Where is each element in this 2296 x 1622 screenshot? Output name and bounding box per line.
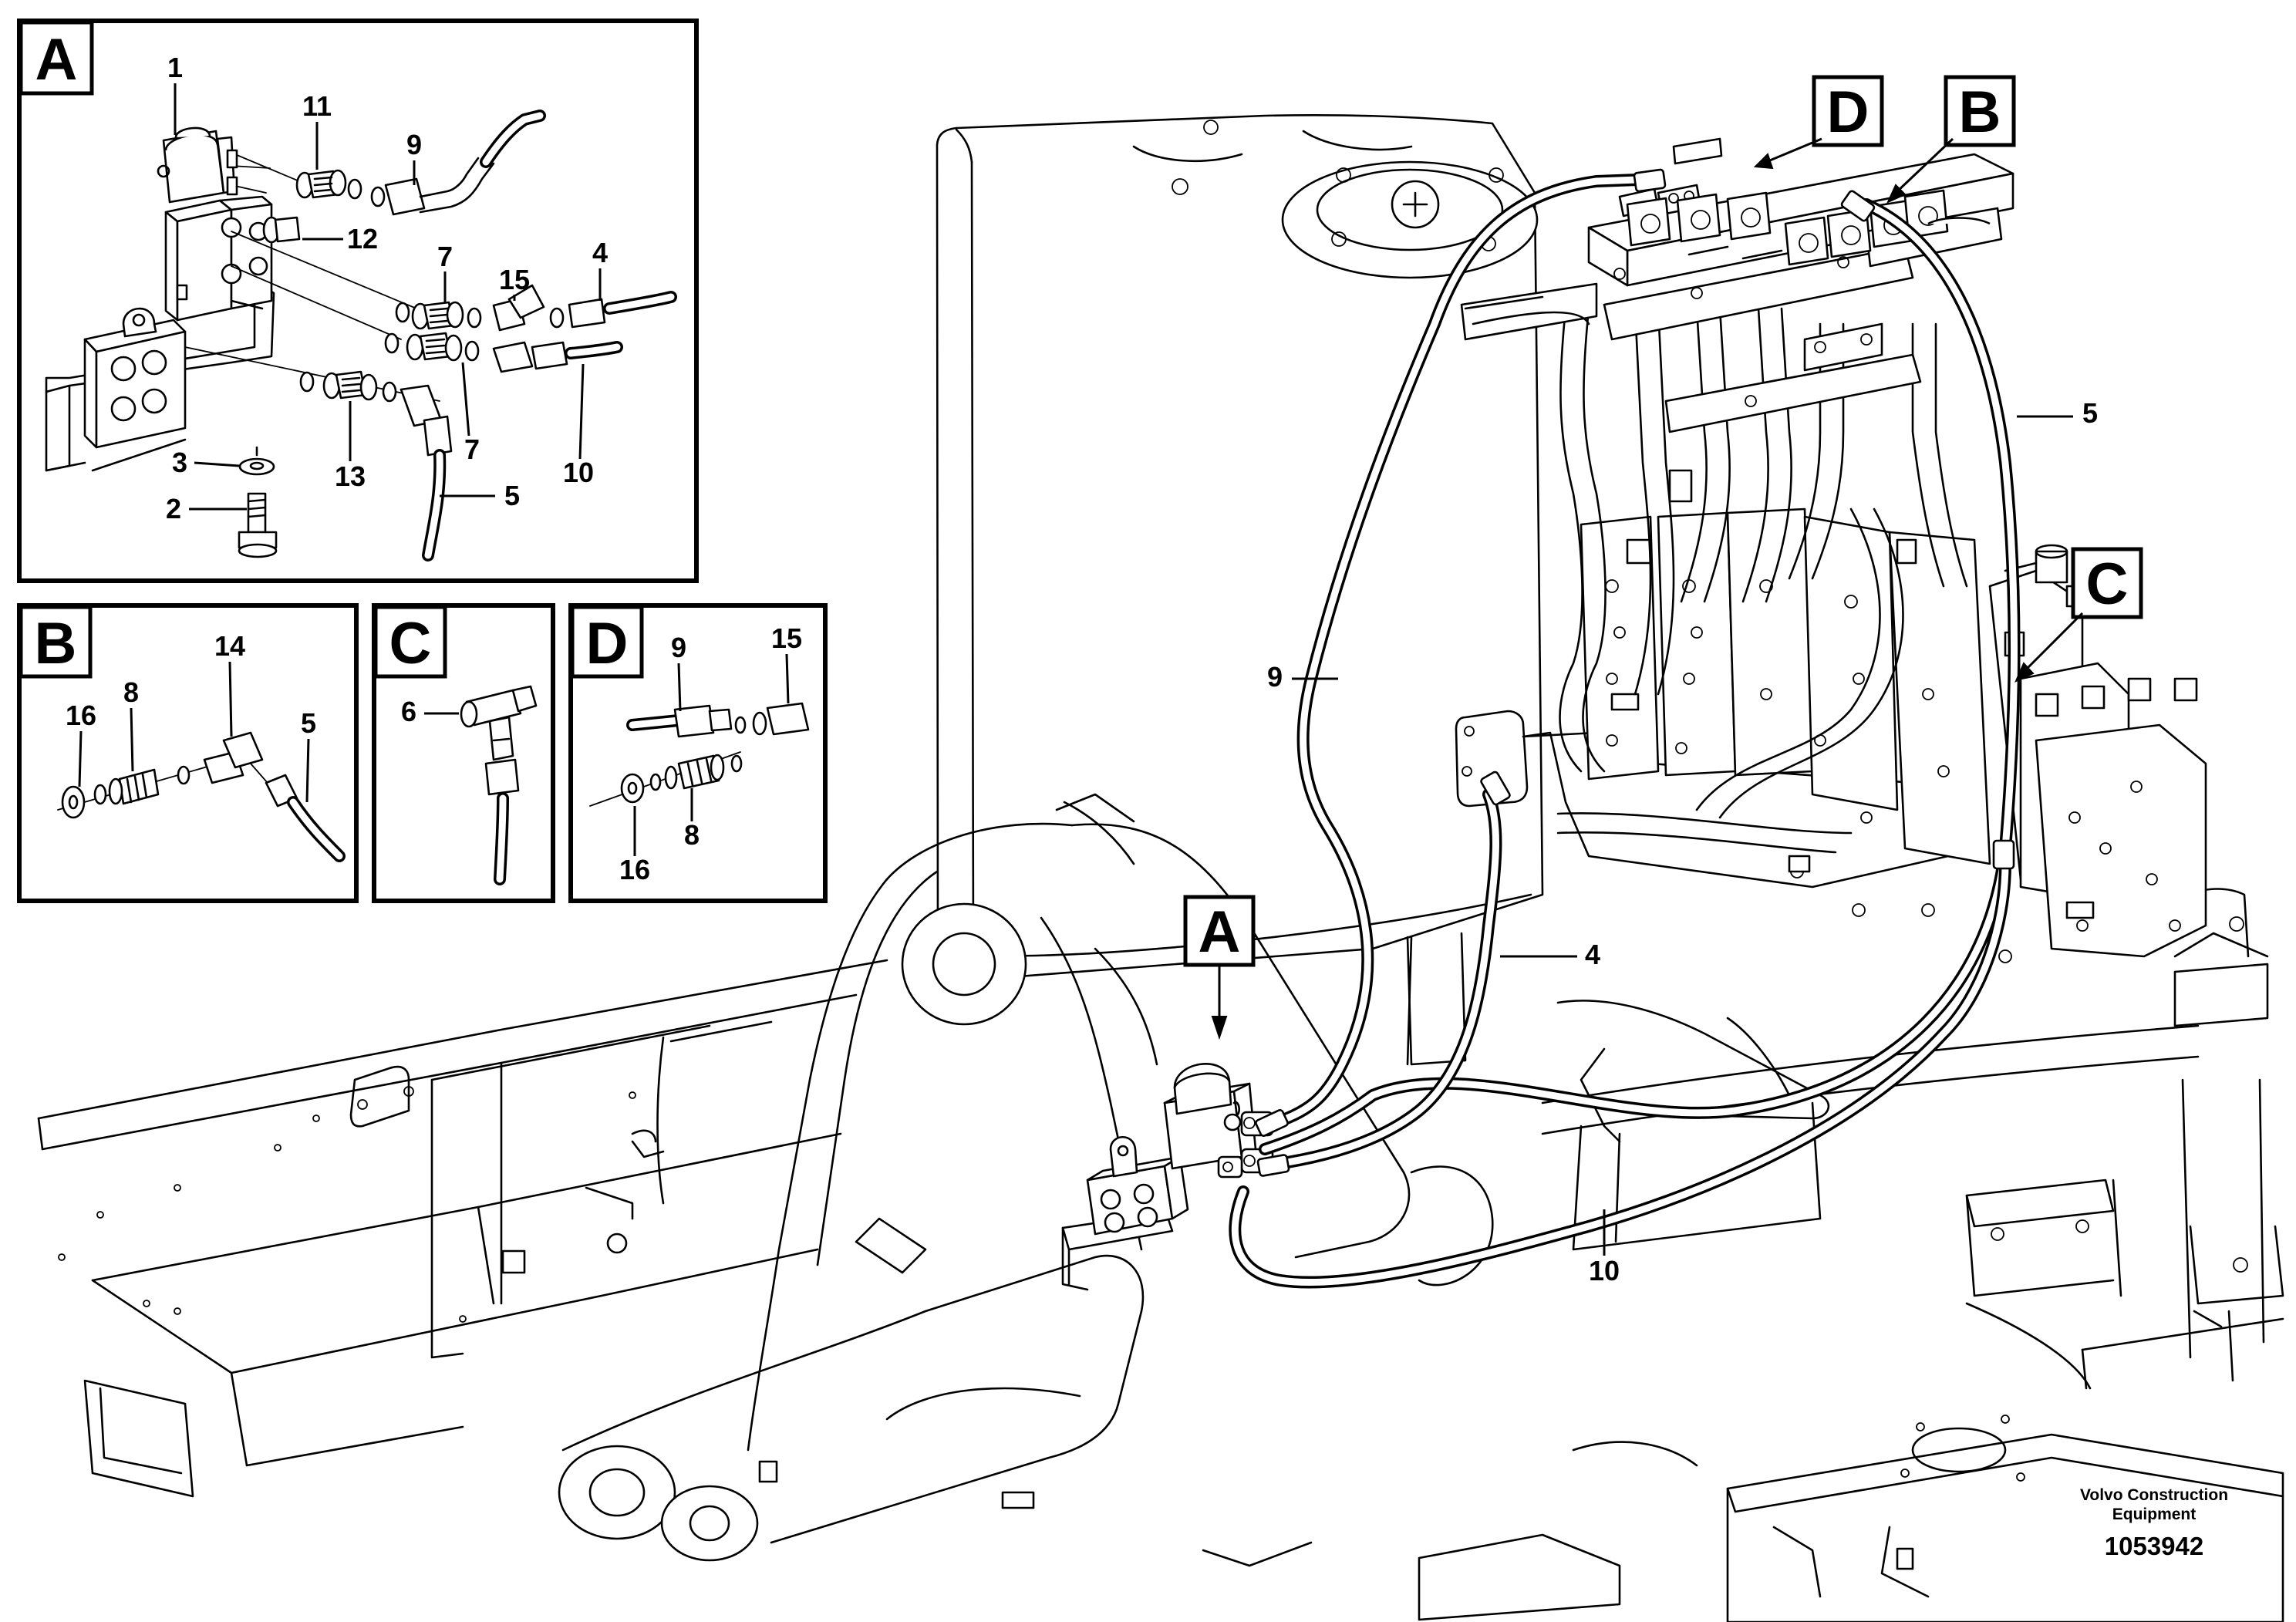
brand-line-2: Equipment <box>2112 1506 2197 1523</box>
right-structure <box>1410 888 2284 1390</box>
callout-d-arrow <box>1753 153 1774 170</box>
callout-c-arrow <box>2014 662 2035 683</box>
label-a-5: 5 <box>504 480 520 511</box>
label-main-4: 4 <box>1585 939 1600 970</box>
drawing-number: 1053942 <box>2105 1532 2203 1560</box>
label-a-10: 10 <box>563 457 594 488</box>
label-d-9: 9 <box>671 632 686 663</box>
detail-frame-c: C 6 <box>372 603 555 903</box>
label-a-9: 9 <box>406 129 422 160</box>
main-assembly-view <box>37 114 2284 1622</box>
hose-4 <box>1266 788 1502 1171</box>
label-b-8: 8 <box>123 676 139 708</box>
label-c-6: 6 <box>401 696 416 727</box>
drawing-footer: Volvo Construction Equipment 1053942 <box>2080 1486 2228 1560</box>
label-b-14: 14 <box>214 630 245 662</box>
boom-foot-frame <box>558 793 1411 1562</box>
label-main-5: 5 <box>2082 397 2098 429</box>
label-a-3: 3 <box>172 447 187 478</box>
detail-tag-c-box <box>373 605 447 679</box>
detail-tag-d: D <box>586 611 629 676</box>
detail-tag-a: A <box>35 27 78 93</box>
solenoid-coil-4 <box>1784 216 1829 266</box>
detail-tag-c: C <box>389 611 432 676</box>
label-a-4: 4 <box>592 237 608 268</box>
label-a-13: 13 <box>335 460 366 492</box>
detail-frame-a: A <box>17 19 699 583</box>
bottom-right-plates <box>1202 1415 2284 1622</box>
label-b-16: 16 <box>66 700 96 731</box>
label-a-11: 11 <box>302 90 332 122</box>
solenoid-coil-3 <box>1726 191 1772 241</box>
callout-d-box <box>1812 75 1884 147</box>
label-b-5: 5 <box>301 707 316 739</box>
label-main-10: 10 <box>1589 1255 1620 1286</box>
detail-frame-d: D 9 15 16 8 <box>568 603 828 903</box>
solenoid-coil-5 <box>1826 208 1872 258</box>
detail-tag-a-box <box>19 20 94 96</box>
pilot-manifold <box>1460 137 2014 433</box>
label-d-15: 15 <box>771 622 802 654</box>
label-a-15: 15 <box>499 264 530 295</box>
solenoid-coil-1 <box>1626 197 1671 247</box>
label-a-7: 7 <box>437 241 453 272</box>
callout-a-box <box>1183 895 1256 967</box>
callout-a-arrow <box>1211 1016 1228 1040</box>
detail-tag-b-box <box>19 605 93 679</box>
callout-b-box <box>1944 75 2016 147</box>
label-a-2: 2 <box>166 493 181 524</box>
callout-d: D <box>1827 79 1870 145</box>
brand-line-1: Volvo Construction <box>2080 1486 2228 1504</box>
label-a-12: 12 <box>347 223 378 255</box>
detail-frame-b: B 16 8 14 5 <box>17 603 359 903</box>
upperstructure-frame <box>37 959 888 1498</box>
label-a-7-lower: 7 <box>464 433 480 465</box>
label-a-1: 1 <box>167 52 183 83</box>
hydraulic-tank <box>936 114 1544 1066</box>
callout-c: C <box>2086 551 2129 617</box>
detail-tag-d-box <box>570 605 644 679</box>
callout-b-arrow <box>1886 184 1907 204</box>
hose-9 <box>1270 173 1664 1128</box>
label-d-16: 16 <box>619 854 650 885</box>
label-d-8: 8 <box>684 819 700 851</box>
hose-fittings <box>1255 168 2015 1177</box>
main-callouts: A B C D 5 9 4 10 <box>1183 75 2143 1286</box>
control-valve-bank <box>1455 307 2207 963</box>
solenoid-coil-2 <box>1676 193 1721 243</box>
callout-a: A <box>1199 899 1241 965</box>
solenoid-valve-assembly <box>1061 1063 1274 1291</box>
callout-b: B <box>1959 79 2001 145</box>
callout-c-box <box>2071 547 2143 619</box>
hose-5 <box>1259 198 2021 1155</box>
detail-tag-b: B <box>35 611 77 676</box>
label-main-9: 9 <box>1267 661 1283 693</box>
hose-10 <box>1229 858 2011 1289</box>
